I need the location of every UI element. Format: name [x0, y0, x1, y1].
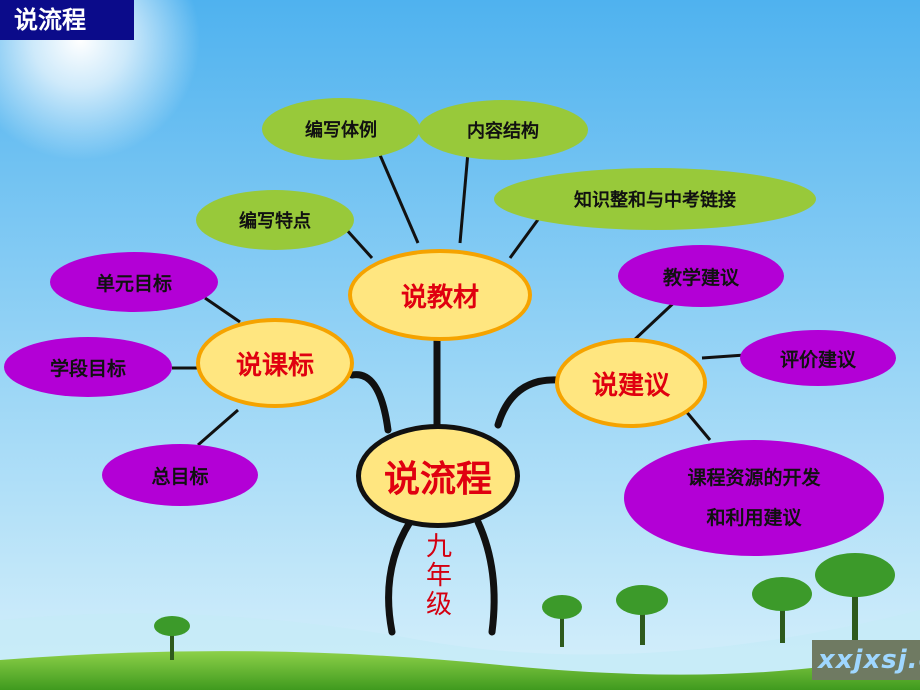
node-pingjia-jianyi: 评价建议 — [740, 330, 896, 386]
node-bianxie-tedian: 编写特点 — [196, 190, 354, 250]
grade-char-1: 九 — [425, 532, 452, 562]
node-bianxie-tili: 编写体例 — [262, 98, 420, 160]
grade-label: 九 年 级 — [424, 533, 454, 620]
grade-char-2: 年 — [425, 561, 452, 591]
node-danyuan-mubiao: 单元目标 — [50, 252, 218, 312]
node-zong-mubiao: 总目标 — [102, 444, 258, 506]
node-jiaoxue-jianyi: 教学建议 — [618, 245, 784, 307]
watermark: xxjxsj.c — [812, 640, 920, 680]
center-shuo-liucheng: 说流程 — [356, 424, 520, 528]
tree-icon — [154, 553, 895, 660]
slide-title: 说流程 — [0, 0, 134, 40]
hub-shuo-jianyi: 说建议 — [555, 338, 707, 428]
kecheng-line-1: 课程资源的开发 — [687, 467, 821, 489]
kecheng-line-2: 和利用建议 — [706, 507, 802, 529]
node-neirong-jiegou: 内容结构 — [418, 100, 588, 160]
tree-branches — [348, 336, 562, 636]
node-zhishi-zhenghe: 知识整和与中考链接 — [494, 168, 816, 230]
hub-shuo-jiaocai: 说教材 — [348, 249, 532, 341]
hub-shuo-kebiao: 说课标 — [196, 318, 354, 408]
connector-lines — [172, 151, 746, 447]
node-xueduan-mubiao: 学段目标 — [4, 337, 172, 397]
node-kecheng-ziyuan: 课程资源的开发 和利用建议 — [624, 440, 884, 556]
grade-char-3: 级 — [425, 590, 452, 620]
